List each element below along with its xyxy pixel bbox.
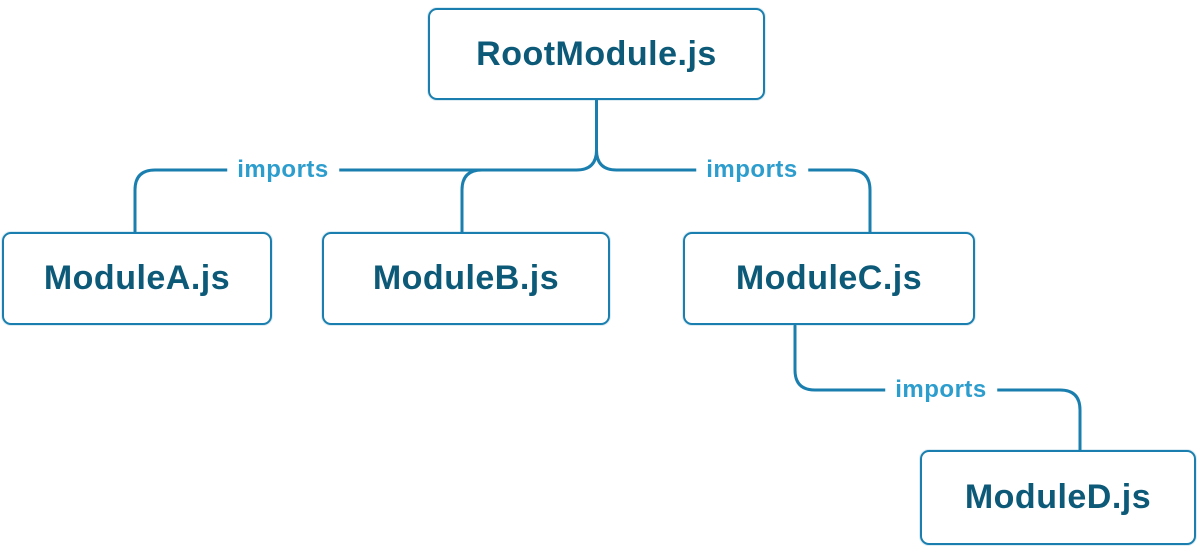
node-modulea-label: ModuleA.js bbox=[43, 259, 231, 297]
node-rootmodule: RootModule.js bbox=[428, 8, 765, 100]
node-moduleb-label: ModuleB.js bbox=[372, 259, 560, 297]
edge-label-imports-left: imports bbox=[227, 156, 339, 184]
node-moduled-label: ModuleD.js bbox=[964, 478, 1152, 516]
node-rootmodule-label: RootModule.js bbox=[476, 34, 717, 73]
node-modulec: ModuleC.js bbox=[683, 232, 975, 325]
edge-root-moduleB bbox=[460, 168, 484, 234]
edge-label-imports-right: imports bbox=[696, 156, 808, 184]
node-modulec-label: ModuleC.js bbox=[735, 259, 923, 297]
node-moduled: ModuleD.js bbox=[920, 450, 1196, 545]
node-modulea: ModuleA.js bbox=[2, 232, 272, 325]
edge-root-moduleA bbox=[133, 98, 598, 234]
edge-label-imports-bottom: imports bbox=[885, 376, 997, 404]
node-moduleb: ModuleB.js bbox=[322, 232, 610, 325]
